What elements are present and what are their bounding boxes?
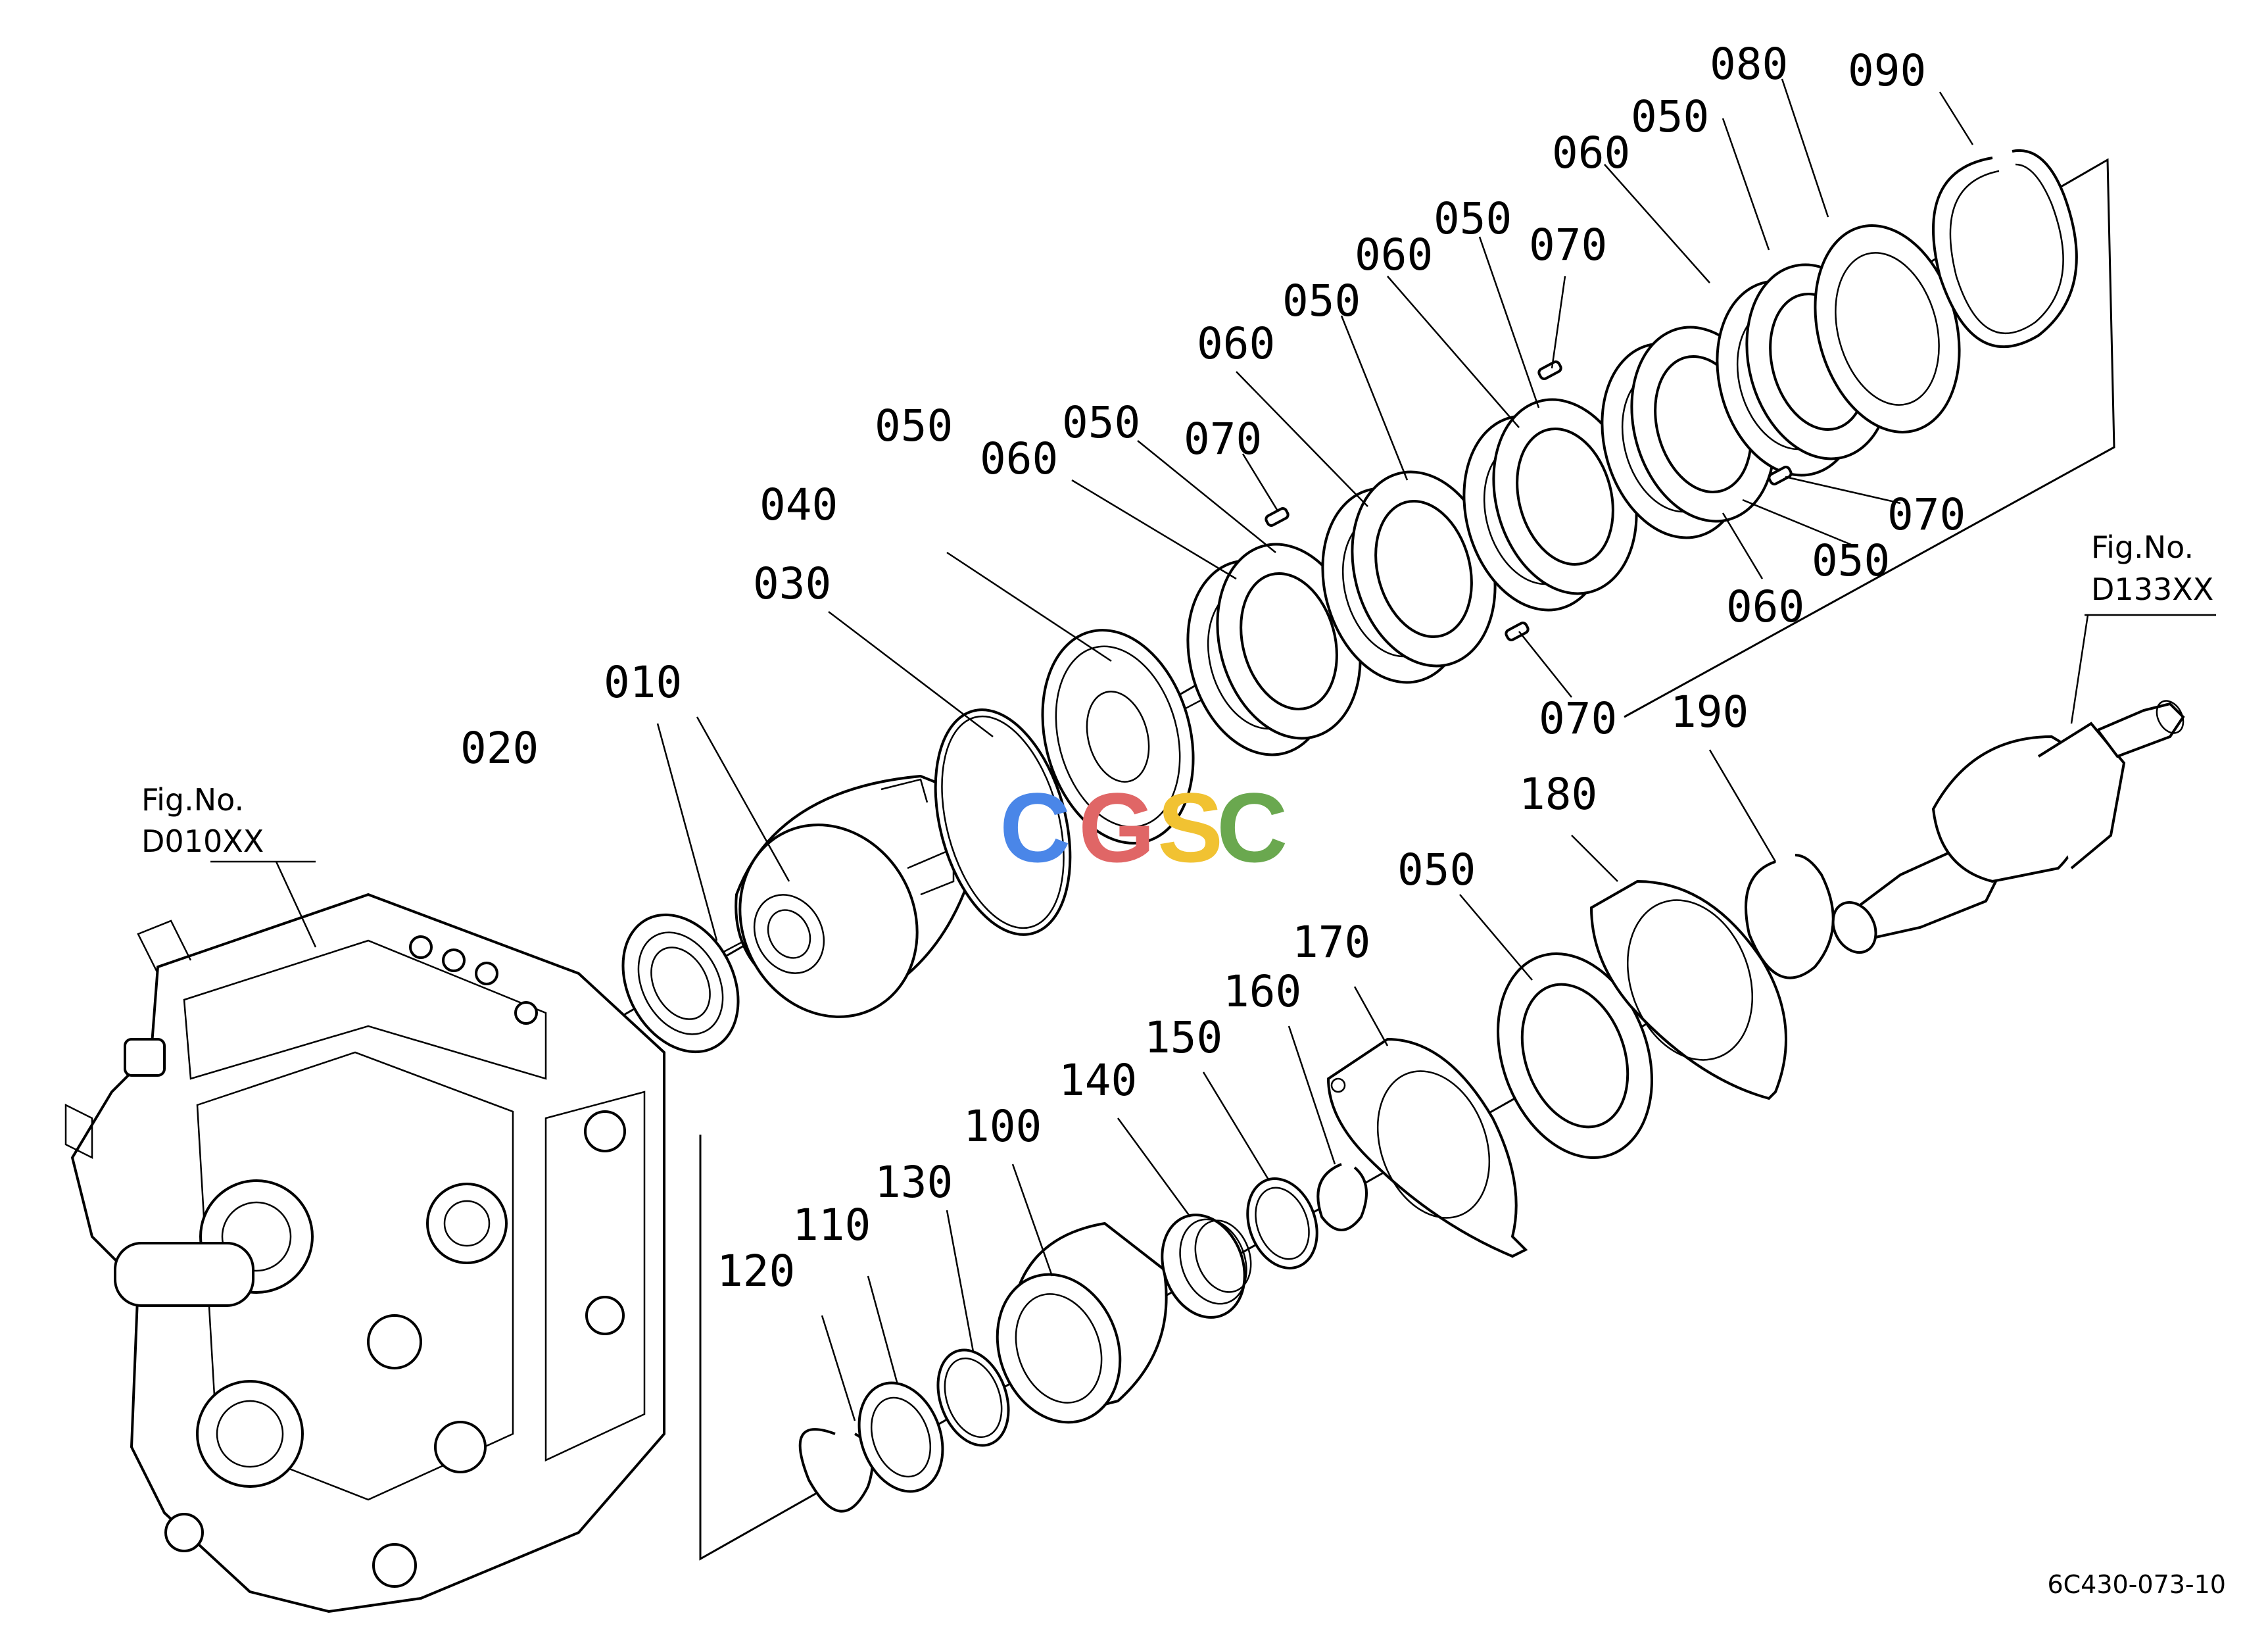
callout-label[interactable]: 050 <box>875 401 953 451</box>
fig-ref-title: Fig.No. <box>2091 529 2194 565</box>
part-140-spring <box>1161 1214 1252 1319</box>
leader-lines <box>210 78 2216 1421</box>
part-170-plate <box>1326 1037 1528 1258</box>
output-shaft <box>1831 700 2185 954</box>
watermark-letter: S <box>1157 772 1223 883</box>
callout-label[interactable]: 050 <box>1062 397 1140 448</box>
callout-label[interactable]: 120 <box>717 1246 795 1296</box>
part-090-snap-ring <box>1932 149 2078 348</box>
callout-label[interactable]: 060 <box>1355 230 1433 280</box>
clutch-pack <box>1186 224 1961 756</box>
callout-label[interactable]: 150 <box>1144 1012 1222 1063</box>
part-070-pins <box>1265 360 1793 641</box>
part-180-plate <box>1589 879 1787 1100</box>
callout-label[interactable]: 060 <box>1726 581 1804 632</box>
part-160-snap-ring <box>1316 1163 1368 1231</box>
callout-label[interactable]: 060 <box>1552 128 1630 178</box>
fig-ref-d010xx[interactable]: Fig.No. D010XX <box>141 782 264 859</box>
callout-label[interactable]: 190 <box>1670 687 1749 737</box>
callout-label[interactable]: 060 <box>1197 318 1275 369</box>
callout-label[interactable]: 140 <box>1059 1055 1137 1106</box>
part-030-piston <box>1041 629 1195 845</box>
callout-label[interactable]: 010 <box>604 657 682 708</box>
callout-label[interactable]: 070 <box>1887 489 1966 540</box>
callout-label[interactable]: 070 <box>1529 220 1607 270</box>
callout-label[interactable]: 070 <box>1539 693 1617 744</box>
callout-label[interactable]: 030 <box>753 558 831 609</box>
callout-label[interactable]: 090 <box>1848 45 1926 96</box>
callout-label[interactable]: 160 <box>1223 966 1301 1017</box>
callout-label[interactable]: 080 <box>1710 39 1788 89</box>
callout-label[interactable]: 180 <box>1519 769 1597 820</box>
callout-label[interactable]: 110 <box>792 1200 871 1250</box>
fig-ref-code: D133XX <box>2091 572 2213 607</box>
part-130-ring <box>936 1348 1010 1447</box>
part-150-ring <box>1246 1177 1318 1269</box>
callout-label[interactable]: 050 <box>1397 845 1476 895</box>
part-190-snap-ring <box>1745 854 1835 979</box>
callout-label[interactable]: 060 <box>980 433 1058 484</box>
callout-label[interactable]: 070 <box>1184 414 1262 464</box>
callout-label[interactable]: 020 <box>460 723 539 774</box>
watermark-letter: C <box>1217 772 1288 883</box>
callout-label[interactable]: 130 <box>875 1157 953 1208</box>
callouts: 0100200300400500600500600500600500600500… <box>460 39 1966 1296</box>
watermark-letter: G <box>1078 772 1155 883</box>
fig-ref-d133xx[interactable]: Fig.No. D133XX <box>2091 529 2213 607</box>
fig-ref-code: D010XX <box>141 823 264 859</box>
callout-label[interactable]: 170 <box>1292 917 1370 968</box>
callout-label[interactable]: 040 <box>760 479 838 530</box>
part-050-friction-plate-lower <box>1497 952 1653 1159</box>
callout-label[interactable]: 100 <box>963 1101 1042 1152</box>
part-020-bearing <box>621 913 740 1054</box>
callout-label[interactable]: 050 <box>1631 91 1709 142</box>
callout-label[interactable]: 050 <box>1282 276 1361 326</box>
transmission-housing <box>64 893 665 1613</box>
part-110-bearing <box>857 1381 944 1493</box>
watermark: C G S C <box>1000 772 1288 883</box>
figure-code: 6C430-073-10 <box>2047 1570 2226 1599</box>
watermark-letter: C <box>1000 772 1071 883</box>
part-040-o-ring <box>934 708 1072 936</box>
callout-label[interactable]: 050 <box>1434 193 1512 244</box>
fig-ref-title: Fig.No. <box>141 782 244 818</box>
callout-label[interactable]: 050 <box>1812 535 1890 586</box>
